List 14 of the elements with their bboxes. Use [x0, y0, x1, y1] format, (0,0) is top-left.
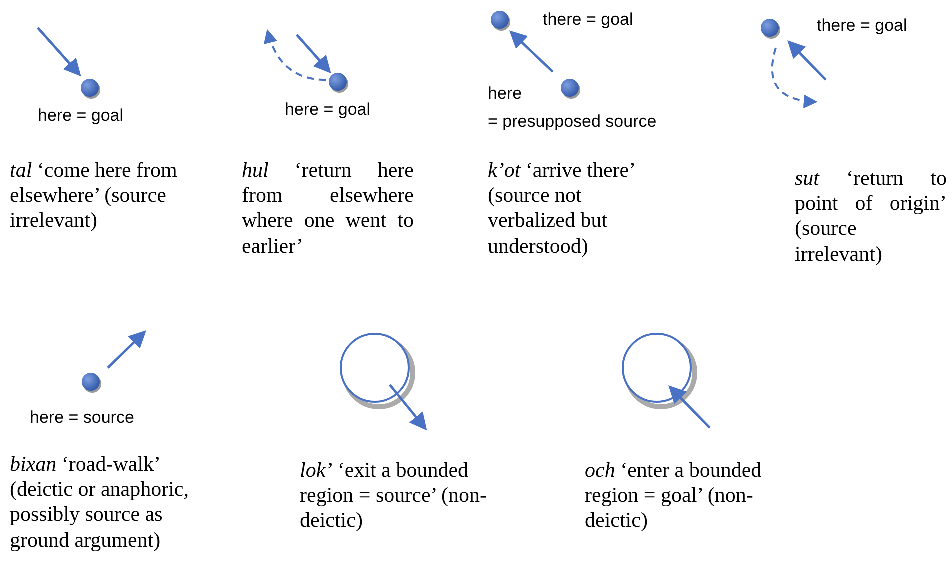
role-label: here = goal — [285, 100, 371, 120]
role-label: here = source — [30, 408, 134, 428]
verb-gloss: k’ot ‘arrive there’ (source not verbalized but understood) — [488, 158, 636, 259]
role-label: here = goal — [38, 106, 124, 126]
role-label: there = goal — [817, 16, 908, 36]
role-label: = presupposed source — [488, 112, 657, 132]
verb-gloss: sut ‘return to point of origin’ (source irrelevant) — [795, 166, 947, 267]
verb-gloss: lok’ ‘exit a bounded region = source’ (non-deictic) — [300, 458, 488, 534]
verb-gloss: tal ‘come here from elsewhere’ (source irrelevant) — [10, 158, 178, 234]
role-label: here — [488, 84, 522, 104]
verb-gloss: hul ‘return here from elsewhere where one went to earlier’ — [242, 158, 414, 259]
role-label: there = goal — [543, 10, 634, 30]
verb-gloss: bixan ‘road-walk’ (deictic or anaphoric, possibly source as ground argument) — [10, 452, 190, 553]
verb-gloss: och ‘enter a bounded region = goal’ (non-deictic) — [585, 458, 763, 534]
